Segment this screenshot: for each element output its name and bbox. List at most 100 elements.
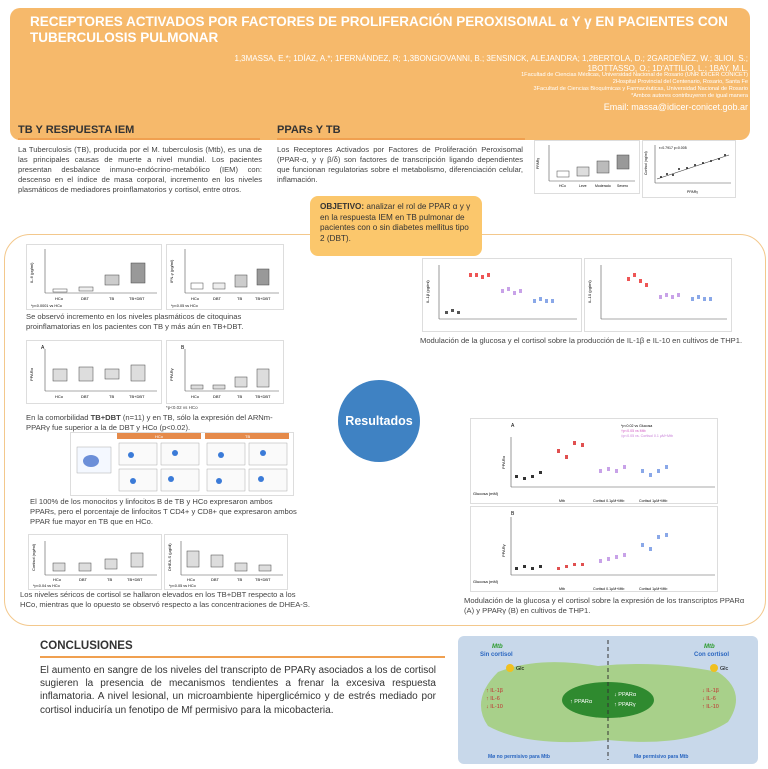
- thp1-il10-ylabel: IL-10 (pg/ml): [587, 280, 592, 303]
- diagram-right-cyto-2: ↓ IL-6: [702, 696, 716, 702]
- pparmod-b-group-1: Mtb: [559, 587, 565, 591]
- ppara-cat-3: TB+DBT: [129, 394, 145, 399]
- pparg-mrna-ylabel: PPARγ: [169, 368, 174, 381]
- scatter-stats: r=0.7917 p=0.005: [659, 146, 687, 150]
- objetivo-box: OBJETIVO: analizar el rol de PPAR α y γ …: [310, 196, 482, 256]
- pparmod-a-group-1: Mtb: [559, 499, 565, 503]
- objetivo-text: analizar el rol de PPAR α y γ en la resp…: [320, 202, 471, 243]
- mrna-caption-bold: TB+DBT: [90, 413, 121, 422]
- ifng-note: *p<0.05 vs HCo: [171, 304, 198, 308]
- flow-tab-tb: TB: [245, 434, 250, 439]
- ppar-severity-ylabel: PPARγ: [536, 158, 540, 169]
- ppara-cat-0: HCo: [55, 394, 64, 399]
- flow-caption: El 100% de los monocitos y linfocitos B …: [30, 497, 297, 526]
- il6-cat-0: HCo: [55, 296, 64, 301]
- objetivo-label: OBJETIVO:: [320, 202, 365, 211]
- dhea-cat-1: DBT: [211, 577, 220, 582]
- diagram-right-cyto-3: ↑ IL-10: [702, 704, 719, 710]
- pparg-cat-2: TB: [237, 394, 242, 399]
- ppara-modulation-chart: A *p<0.02 vs Glucosa †p<0.05 vs Mtb ‡p<0…: [470, 418, 718, 504]
- diagram-right-cyto-1: ↓ IL-1β: [702, 688, 719, 694]
- affiliation-1: 1Facultad de Ciencias Médicas, Universid…: [521, 72, 748, 78]
- mechanism-diagram: Mtb Sin cortisol Mtb Con cortisol Glc Gl…: [458, 636, 758, 764]
- pparmod-panel-a: A: [511, 423, 515, 429]
- pparmod-a-group-3: Cortisol 1μM+Mtb: [639, 499, 667, 503]
- pparmod-b-xlabel: Glucosa (mM): [473, 579, 499, 584]
- diagram-glc-right: Glc: [720, 666, 729, 672]
- ppara-mrna-panel: A: [41, 345, 45, 351]
- diagram-bottom-right: Mø permisivo para Mtb: [634, 754, 688, 760]
- pparg-cat-3: TB+DBT: [255, 394, 271, 399]
- pparmod-b-group-3: Cortisol 1μM+Mtb: [639, 587, 667, 591]
- mrna-caption-post: (n=11) y en TB, sólo la expresión del AR…: [26, 413, 273, 432]
- tb-rule: [18, 138, 260, 140]
- authors-line-2: 1BOTTASSO, O.; 1D'ATTILIO, L.; 1BAY, M.L…: [587, 64, 748, 73]
- conclusiones-text: El aumento en sangre de los niveles del …: [40, 665, 436, 716]
- scatter-xlabel: PPARγ: [687, 190, 698, 194]
- il6-cat-3: TB+DBT: [129, 296, 145, 301]
- ppara-cat-1: DBT: [81, 394, 90, 399]
- thp1-il1b-chart: IL-1β (pg/ml): [422, 258, 582, 332]
- mrna-note: *p<0.02 vs HCo: [166, 405, 198, 410]
- il6-cat-2: TB: [109, 296, 114, 301]
- diagram-bottom-left: Mø no permisivo para Mtb: [488, 754, 550, 760]
- pparmod-a-ylabel: PPARα: [501, 455, 506, 469]
- pparmod-legend-3: ‡p<0.05 vs. Cortisol 0.1 μM+Mtb: [621, 434, 673, 438]
- pparmod-legend-1: *p<0.02 vs Glucosa: [621, 424, 652, 428]
- diagram-left-cyto-2: ↑ IL-6: [486, 696, 500, 702]
- ifng-cat-0: HCo: [191, 296, 200, 301]
- contact-email[interactable]: Email: massa@idicer-conicet.gob.ar: [603, 102, 748, 112]
- cortisol-cat-2: TB: [107, 577, 112, 582]
- ifng-chart: IFN-γ (pg/ml) HCo DBT TB TB+DBT *p<0.05 …: [166, 244, 284, 310]
- authors-line-1: 1,3MASSA, E.*; 1DÍAZ, A.*; 1FERNÁNDEZ, R…: [234, 54, 749, 63]
- cortisol-caption: Los niveles séricos de cortisol se halla…: [20, 590, 310, 609]
- flow-cytometry-panel: HCo TB: [70, 432, 294, 496]
- cortisol-cat-1: DBT: [79, 577, 88, 582]
- pparmod-panel-b: B: [511, 511, 515, 517]
- ppar-severity-chart: PPARγ HCo Leve Moderado Severo: [534, 140, 640, 194]
- cortisol-ppar-scatter: r=0.7917 p=0.005 Cortisol (ng/ml) PPARγ: [642, 140, 736, 198]
- pparmod-b-ylabel: PPARγ: [501, 544, 506, 557]
- flow-tab-hco: HCo: [155, 434, 164, 439]
- thp1-il1b-ylabel: IL-1β (pg/ml): [425, 280, 430, 303]
- cortisol-chart: Cortisol (ng/ml) HCo DBT TB TB+DBT *p<0.…: [28, 534, 162, 590]
- header-banner: [10, 8, 750, 140]
- sev-cat-2: Moderado: [595, 184, 611, 188]
- thp1-il10-chart: IL-10 (pg/ml): [584, 258, 732, 332]
- pparmod-b-group-2: Cortisol 0.1μM+Mtb: [593, 587, 624, 591]
- authors: 1,3MASSA, E.*; 1DÍAZ, A.*; 1FERNÁNDEZ, R…: [30, 54, 749, 74]
- ifng-cat-2: TB: [237, 296, 242, 301]
- pparg-mrna-panel: B: [181, 345, 185, 351]
- dhea-chart: DHEA-S (μg/dl) HCo DBT TB TB+DBT *p<0.05…: [164, 534, 288, 590]
- ppara-mrna-ylabel: PPARα: [29, 367, 34, 381]
- ifng-ylabel: IFN-γ (pg/ml): [169, 259, 174, 283]
- tb-text: La Tuberculosis (TB), producida por el M…: [18, 145, 262, 194]
- cortisol-note: *p<0.04 vs HCo: [33, 584, 60, 588]
- pparmod-a-xlabel: Glucosa (mM): [473, 491, 499, 496]
- scatter-ylabel: Cortisol (ng/ml): [644, 151, 648, 175]
- pparg-mrna-chart: B PPARγ HCo DBT TB TB+DBT: [166, 340, 284, 404]
- dhea-note: *p<0.05 vs HCo: [169, 584, 196, 588]
- dhea-cat-0: HCo: [187, 577, 196, 582]
- conclusiones-rule: [40, 656, 445, 658]
- il6-chart: IL-6 (pg/ml) HCo DBT TB TB+DBT *p<0.0001…: [26, 244, 162, 310]
- diagram-left-title: Mtb: [492, 644, 503, 650]
- mrna-caption: En la comorbilidad TB+DBT (n=11) y en TB…: [26, 413, 296, 433]
- affiliation-2: 2Hospital Provincial del Centenario, Ros…: [612, 79, 748, 85]
- diagram-left-sub: Sin cortisol: [480, 652, 513, 658]
- diagram-right-sub: Con cortisol: [694, 652, 729, 658]
- ppars-rule: [277, 138, 525, 140]
- ppars-text: Los Receptores Activados por Factores de…: [277, 145, 523, 184]
- il6-note: *p<0.0001 vs HCo: [31, 304, 62, 308]
- pparg-modulation-chart: B PPARγ Glucosa (mM) Mtb Cortisol 0.1μM+…: [470, 506, 718, 592]
- conclusiones-heading: CONCLUSIONES: [40, 640, 133, 652]
- affiliation-4: *Ambos autores contribuyeron de igual ma…: [631, 93, 748, 99]
- thp1-caption: Modulación de la glucosa y el cortisol s…: [420, 336, 743, 345]
- mrna-caption-pre: En la comorbilidad: [26, 413, 91, 422]
- resultados-badge: Resultados: [338, 380, 420, 462]
- cortisol-cat-3: TB+DBT: [127, 577, 143, 582]
- pparg-cat-1: DBT: [213, 394, 222, 399]
- dhea-cat-2: TB: [237, 577, 242, 582]
- tb-heading: TB Y RESPUESTA IEM: [18, 124, 135, 136]
- il6-cat-1: DBT: [81, 296, 90, 301]
